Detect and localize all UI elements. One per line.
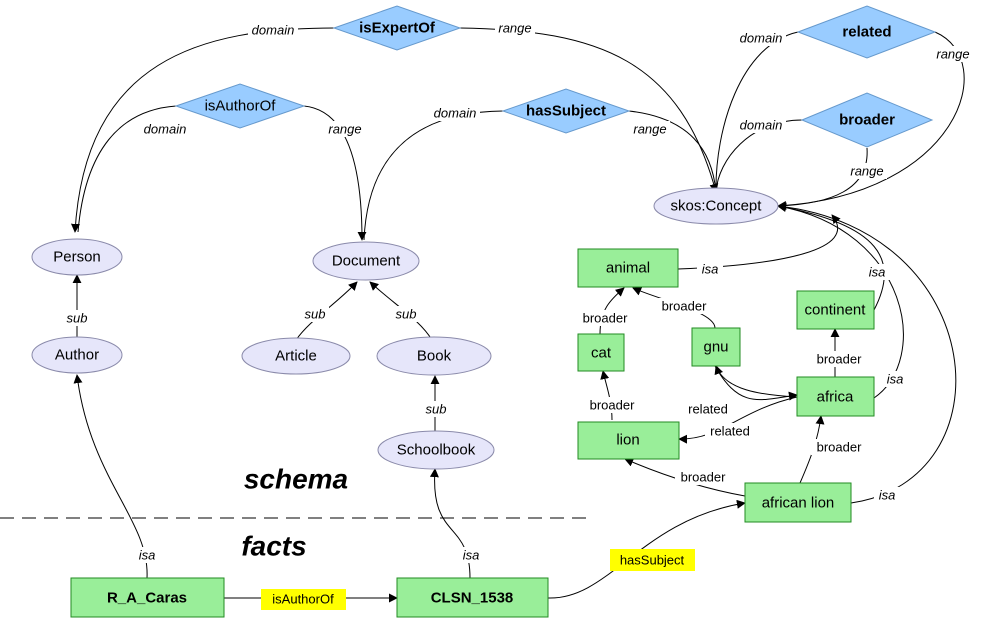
label-gnu-related: related [688,402,728,417]
label-cat-broader: broader [583,311,628,326]
label-related-range: range [936,47,969,62]
node-related-label: related [842,24,891,41]
node-isauthorof [174,83,306,129]
section-facts-title: facts [241,531,306,562]
node-africa [796,376,875,417]
node-skos-concept-label: skos:Concept [671,198,763,215]
node-related [796,5,937,59]
node-document [312,241,420,281]
label-racaras-isa: isa [139,548,156,563]
node-africa-label: africa [817,389,854,406]
node-document-label: Document [332,253,401,270]
node-schoolbook [377,430,495,470]
node-hassubject [501,88,631,134]
node-broader-label: broader [839,112,895,129]
property-nodes: isExpertOf isAuthorOf hasSubject related… [174,5,937,148]
label-article-sub: sub [305,307,326,322]
node-author [31,336,123,374]
node-book-label: Book [417,348,452,365]
node-clsn-1538 [396,577,549,618]
edge-broader-range [777,147,868,207]
node-african-lion [744,482,852,523]
label-lion-related: related [710,424,750,439]
label-author-sub: sub [67,311,88,326]
node-lion-label: lion [616,432,639,449]
node-gnu-label: gnu [703,339,728,356]
label-animal-isa: isa [702,262,719,277]
edge-isauthorof-range [303,105,367,241]
node-article [241,337,351,375]
edge-africa-related-gnu [714,365,798,398]
edge-labels: domain range domain range domain range d… [63,20,973,610]
hl-isauthorof [261,589,346,610]
node-clsn-1538-label: CLSN_1538 [431,590,514,607]
section-schema-title: schema [244,464,348,495]
instance-nodes: animal cat gnu continent africa lion afr… [70,248,875,618]
edge-africanlion-isa [777,202,957,504]
node-continent [796,290,875,330]
node-person [31,238,123,276]
edge-gnu-related-africa [714,365,798,401]
label-related-domain: domain [740,31,783,46]
node-isexpertof-label: isExpertOf [359,20,436,37]
label-broader-range: range [850,164,883,179]
edge-isauthorof-domain [77,105,177,233]
label-hassubject-domain: domain [434,106,477,121]
label-broader-domain: domain [740,118,783,133]
class-nodes: skos:Concept Person Author Document Arti… [31,187,779,470]
label-africa-broader: broader [817,352,862,367]
node-continent-label: continent [805,302,867,319]
label-continent-isa: isa [869,265,886,280]
label-isauthorof-fact: isAuthorOf [272,592,334,607]
label-isauthorof-domain: domain [144,122,187,137]
node-cat-label: cat [591,345,612,362]
node-skos-concept [653,187,779,225]
label-clsn-isa: isa [463,548,480,563]
label-lion-broader: broader [590,398,635,413]
label-africa-isa: isa [887,372,904,387]
label-isexpertof-domain: domain [252,23,295,38]
edge-hassubject-domain [363,110,504,241]
node-person-label: Person [53,249,101,266]
node-animal-label: animal [606,260,650,277]
node-animal [577,248,679,288]
node-book [376,336,492,376]
label-hassubject-range: range [633,122,666,137]
node-broader [800,92,934,148]
edge-continent-isa [777,203,885,311]
edge-related-domain [715,31,799,193]
edge-hassubject-range [628,110,717,193]
edge-isexpertof-domain [70,27,335,233]
node-african-lion-label: african lion [762,495,835,512]
label-africanlion-broader-lion: broader [681,470,726,485]
node-schoolbook-label: Schoolbook [397,442,476,459]
node-author-label: Author [55,347,99,364]
node-lion [577,421,680,460]
label-schoolbook-sub: sub [426,402,447,417]
node-isauthorof-label: isAuthorOf [205,98,277,115]
edge-cat-broader-animal [599,287,625,335]
label-isauthorof-range: range [328,122,361,137]
node-isexpertof [332,5,462,51]
node-r-a-caras-label: R_A_Caras [107,590,187,607]
label-gnu-broader: broader [662,299,707,314]
node-r-a-caras [70,577,225,618]
label-isexpertof-range: range [498,21,531,36]
node-cat [577,333,625,372]
label-hassubject-fact: hasSubject [620,553,685,568]
edge-lion-broader-cat [600,370,613,421]
hl-hassubject [610,549,695,571]
label-africanlion-broader-africa: broader [817,440,862,455]
node-article-label: Article [275,348,317,365]
node-hassubject-label: hasSubject [526,103,606,120]
label-book-sub: sub [396,307,417,322]
node-gnu [691,327,741,367]
label-africanlion-isa: isa [879,488,896,503]
